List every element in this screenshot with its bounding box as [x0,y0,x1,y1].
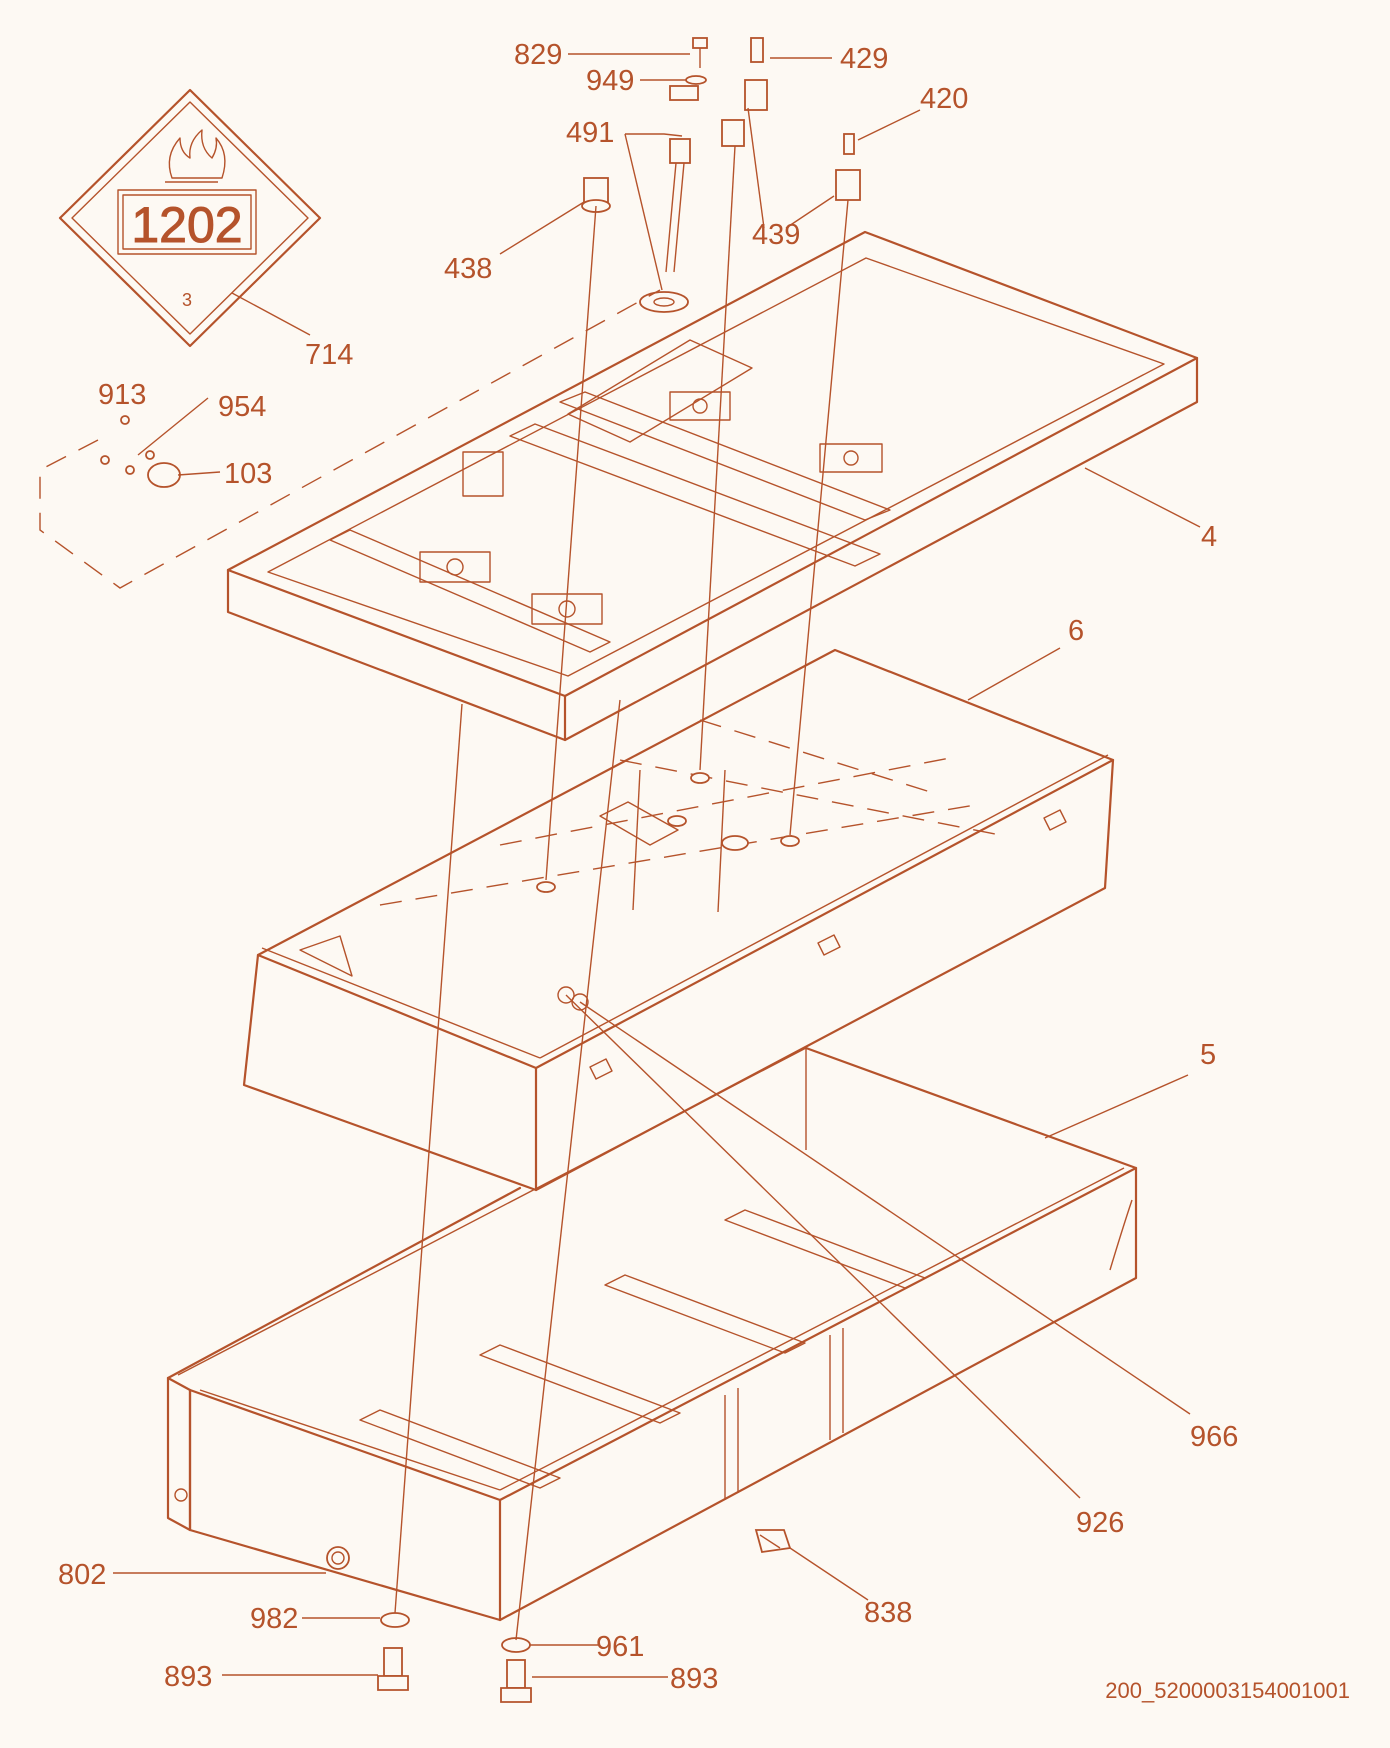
callout-982: 982 [250,1603,298,1635]
assembly-guides [39,145,849,1641]
fuel-tank [242,648,1115,1192]
callout-491: 491 [566,117,614,149]
bottom-cradle [166,1046,1138,1622]
flame-icon [165,129,226,183]
callout-802: 802 [58,1559,106,1591]
callout-966: 966 [1190,1421,1238,1453]
callout-893-left: 893 [164,1661,212,1693]
callout-954: 954 [218,391,266,423]
callout-949: 949 [586,65,634,97]
callout-4: 4 [1201,521,1217,553]
callout-893-right: 893 [670,1663,718,1695]
callout-829: 829 [514,39,562,71]
callout-838: 838 [864,1597,912,1629]
hazard-class: 3 [182,290,192,310]
drawing-number: 200_5200003154001001 [1105,1678,1350,1703]
callout-6: 6 [1068,615,1084,647]
callout-926: 926 [1076,1507,1124,1539]
flammable-placard: 1202 3 [58,88,322,348]
callout-labels: 829 949 429 420 491 439 438 714 913 954 … [58,39,1238,1695]
callout-420: 420 [920,83,968,115]
callout-961: 961 [596,1631,644,1663]
callout-429: 429 [840,43,888,75]
callout-5: 5 [1200,1039,1216,1071]
callout-103: 103 [224,458,272,490]
callout-439: 439 [752,219,800,251]
top-frame [226,230,1199,742]
leader-lines [113,53,1201,1678]
callout-438: 438 [444,253,492,285]
un-number: 1202 [131,197,242,253]
callout-714: 714 [305,339,353,371]
small-parts [100,37,861,1703]
callout-913: 913 [98,379,146,411]
